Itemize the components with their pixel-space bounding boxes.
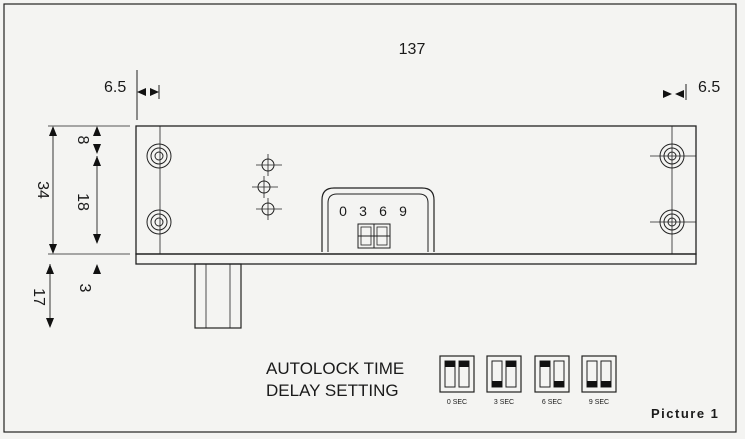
gap-3-arrow (93, 264, 101, 274)
left-margin-arrow-b (150, 88, 159, 96)
knob-17-arrow-top (46, 264, 54, 274)
dial-digit-0: 0 (339, 203, 347, 219)
spacing-18-arrow-top (93, 156, 101, 166)
knob-17-arrow-bottom (46, 318, 54, 328)
dial-digit-6: 6 (379, 203, 387, 219)
switch-window-outer (321, 187, 435, 252)
left-margin-arrow-a (137, 88, 146, 96)
bottom-knob (194, 263, 242, 329)
switch-key-2-0 (540, 361, 550, 367)
height-34-arrow-bottom (49, 244, 57, 254)
crosshair-hole-top (256, 154, 282, 176)
housing-base (135, 253, 697, 265)
switch-key-1-0 (492, 381, 502, 387)
offset-8-arrow-bottom (93, 144, 101, 154)
right-margin-arrow-a (663, 90, 672, 98)
mounting-hole-bottom-left (146, 209, 172, 235)
switch-key-2-1 (554, 381, 564, 387)
crosshair-hole-middle (252, 176, 278, 198)
spacing-18-label: 18 (74, 193, 91, 211)
dip-setting-label-2: 6 SEC (542, 399, 562, 406)
switch-key-0-1 (459, 361, 469, 367)
housing-body (135, 125, 697, 255)
switch-key-3-0 (587, 381, 597, 387)
dip-setting-label-1: 3 SEC (494, 399, 514, 406)
height-34-label: 34 (34, 181, 51, 199)
switch-key-3-1 (601, 381, 611, 387)
switch-window-inner (327, 193, 429, 252)
right-margin-label: 6.5 (698, 79, 720, 96)
dip-setting-1: 3 SEC (486, 355, 522, 406)
left-margin-label: 6.5 (104, 79, 126, 96)
height-34-arrow-top (49, 126, 57, 136)
overall-width-label: 137 (399, 41, 426, 58)
dip-setting-0: 0 SEC (439, 355, 475, 406)
dip-setting-label-0: 0 SEC (447, 399, 467, 406)
picture-caption: Picture 1 (651, 406, 719, 421)
switch-key-1-1 (506, 361, 516, 367)
dip-switch-block (357, 223, 391, 249)
gap-3-label: 3 (76, 284, 93, 293)
mounting-hole-bottom-right (650, 209, 696, 235)
dip-setting-3: 9 SEC (581, 355, 617, 406)
switch-key-0-0 (445, 361, 455, 367)
mounting-hole-top-right (650, 143, 696, 169)
legend-line-1: AUTOLOCK TIME (266, 359, 404, 378)
dip-settings-group: 0 SEC 3 SEC 6 SEC 9 SEC (439, 355, 617, 406)
offset-8-arrow-top (93, 126, 101, 136)
right-margin-arrow-b (675, 90, 684, 98)
page-border (3, 3, 737, 433)
dip-setting-2: 6 SEC (534, 355, 570, 406)
crosshair-hole-bottom (256, 198, 282, 220)
dial-digit-9: 9 (399, 203, 407, 219)
spacing-18-arrow-bottom (93, 234, 101, 244)
dip-setting-label-3: 9 SEC (589, 399, 609, 406)
legend-line-2: DELAY SETTING (266, 381, 399, 400)
mounting-hole-top-left (146, 143, 172, 169)
knob-17-label: 17 (30, 288, 47, 306)
dial-digit-3: 3 (359, 203, 367, 219)
offset-8-label: 8 (74, 136, 91, 145)
